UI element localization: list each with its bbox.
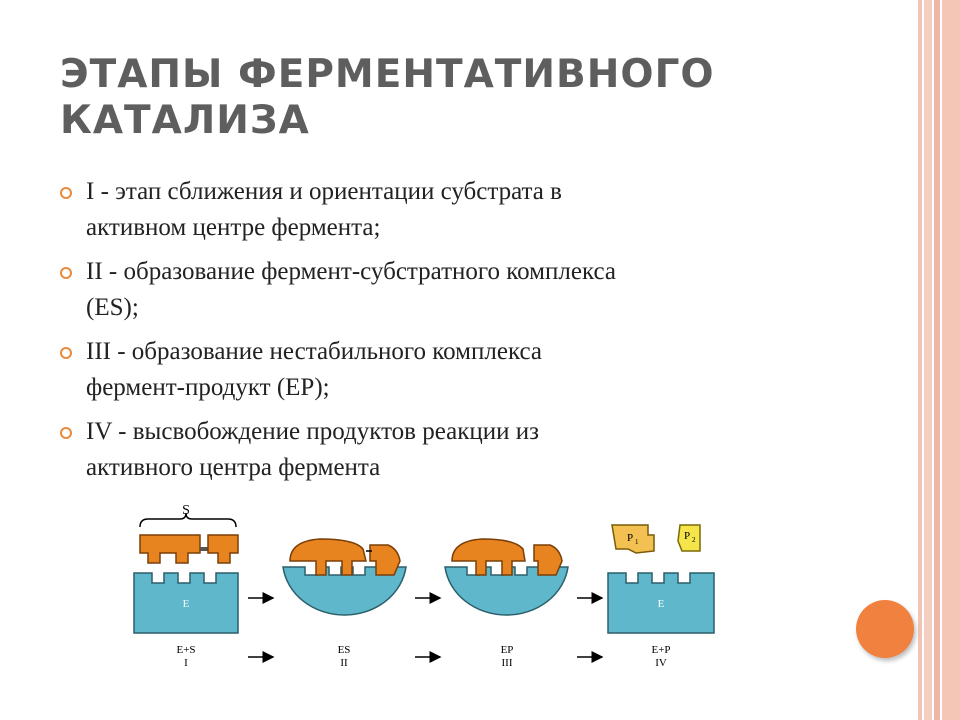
bullet-item: III - образование нестабильного комплекс… — [60, 334, 820, 406]
decor-circle — [856, 600, 914, 658]
bullet-text: активном центре фермента; — [86, 214, 381, 241]
substrate-bond — [200, 547, 208, 551]
decor-stripe — [934, 0, 940, 720]
product-label: P — [627, 532, 633, 544]
enzyme-block — [607, 572, 715, 634]
bullet-text: активного центра фермента — [86, 454, 381, 481]
stage-number: III — [502, 657, 513, 669]
enzyme-label: E — [183, 598, 190, 610]
bullet-circle-icon — [60, 187, 72, 199]
enzyme-block — [133, 572, 239, 634]
product-part — [533, 544, 563, 576]
decor-stripe — [924, 0, 932, 720]
stage-name: ES — [338, 644, 351, 656]
stage-name: EP — [501, 644, 514, 656]
stage-name: E+S — [176, 644, 195, 656]
bullet-item: IV - высвобождение продуктов реакции из … — [60, 414, 820, 486]
product-label: P — [684, 530, 690, 542]
bullet-item: II - образование фермент-субстратного ко… — [60, 254, 820, 326]
substrate-part — [289, 538, 367, 576]
title-line: КАТАЛИЗА — [60, 98, 310, 143]
product-part — [677, 524, 701, 552]
stage-number: II — [340, 657, 348, 669]
enzyme-catalysis-diagram: S E P 1 P 2 E E+S I ES II EP III E+P IV — [133, 505, 715, 669]
product-part — [611, 524, 655, 554]
bullet-text: (ES); — [86, 294, 139, 321]
decor-stripe — [942, 0, 960, 720]
bullet-circle-icon — [60, 267, 72, 279]
substrate-part — [207, 534, 239, 564]
stage-number: IV — [655, 657, 667, 669]
bullet-text: II - образование фермент-субстратного ко… — [86, 258, 616, 285]
product-subscript: 1 — [635, 538, 639, 546]
decor-stripe — [918, 0, 922, 720]
slide-title: ЭТАПЫ ФЕРМЕНТАТИВНОГО КАТАЛИЗА — [60, 52, 880, 144]
stage-number: I — [184, 657, 188, 669]
bullet-text: IV - высвобождение продуктов реакции из — [86, 418, 540, 445]
enzyme-label: E — [658, 598, 665, 610]
bullet-list: I - этап сближения и ориентации субстрат… — [60, 174, 820, 494]
enzyme-block — [282, 566, 407, 616]
bullet-text: I - этап сближения и ориентации субстрат… — [86, 178, 562, 205]
bullet-circle-icon — [60, 347, 72, 359]
substrate-label: S — [182, 505, 190, 518]
bullet-circle-icon — [60, 427, 72, 439]
stage-name: E+P — [651, 644, 670, 656]
substrate-bracket — [139, 512, 237, 528]
title-line: ЭТАПЫ ФЕРМЕНТАТИВНОГО — [60, 52, 715, 97]
bullet-item: I - этап сближения и ориентации субстрат… — [60, 174, 820, 246]
bullet-text: фермент-продукт (EP); — [86, 374, 330, 401]
bullet-text: III - образование нестабильного комплекс… — [86, 338, 542, 365]
substrate-part — [139, 534, 201, 564]
product-part — [451, 538, 526, 576]
product-subscript: 2 — [692, 536, 696, 544]
substrate-part — [369, 544, 401, 576]
